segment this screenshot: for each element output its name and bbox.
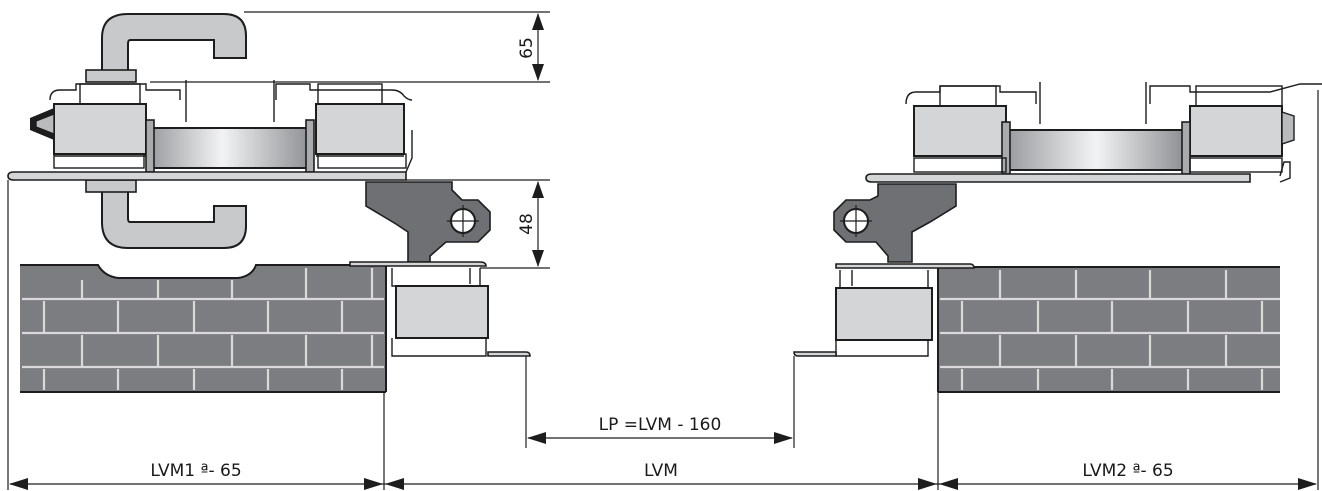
- handle-top: [101, 13, 247, 73]
- dimension-lines: [7, 11, 1319, 490]
- dim-label-left-leaf: LVM1 ª- 65: [150, 461, 241, 481]
- right-frame: [793, 263, 975, 357]
- dim-label-clear-passage: LP =LVM - 160: [599, 415, 722, 435]
- left-door-leaf: [7, 13, 413, 249]
- handle-bottom: [101, 189, 247, 249]
- glass-pane-left: [149, 127, 311, 169]
- right-brick-wall: [937, 266, 1280, 393]
- dim-label-right-leaf: LVM2 ª- 65: [1082, 461, 1173, 481]
- dim-label-hinge: 48: [517, 213, 537, 235]
- right-hinge: [833, 183, 957, 263]
- dim-label-wall-opening: LVM: [644, 461, 678, 481]
- dim-label-handle: 65: [517, 37, 537, 59]
- left-hinge: [365, 181, 491, 263]
- left-frame: [349, 261, 531, 357]
- glass-pane-right: [1007, 129, 1185, 171]
- left-brick-wall: [20, 264, 387, 393]
- right-door-leaf: [865, 82, 1322, 183]
